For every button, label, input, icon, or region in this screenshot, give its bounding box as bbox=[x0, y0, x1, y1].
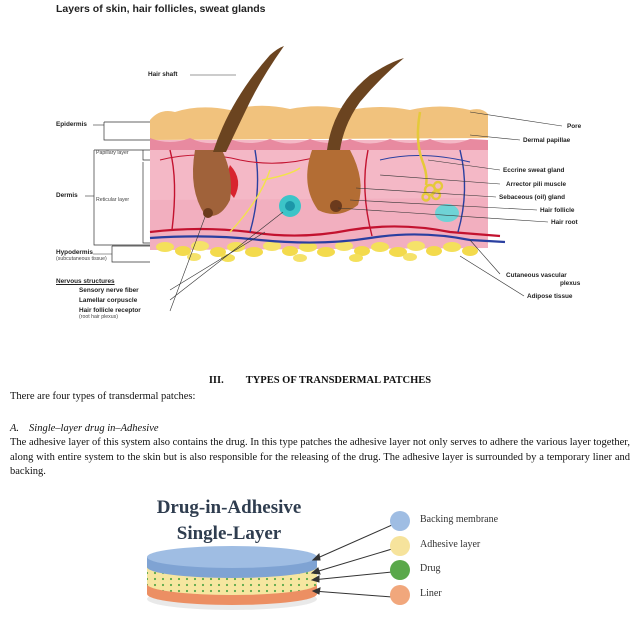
label-hypodermis: Hypodermis bbox=[56, 249, 93, 256]
adipose-fat-cells bbox=[156, 241, 478, 262]
subsection-body: The adhesive layer of this system also c… bbox=[10, 437, 630, 477]
hair-shaft-right bbox=[327, 58, 404, 150]
legend-swatch-adhesive bbox=[390, 536, 410, 556]
label-cutaneous-vascular: Cutaneous vascular bbox=[506, 272, 567, 279]
label-hair-follicle: Hair follicle bbox=[540, 207, 575, 214]
leader-lines bbox=[85, 74, 563, 312]
subsection-heading: A. Single–layer drug in–Adhesive bbox=[10, 422, 630, 437]
nerve-fiber bbox=[229, 167, 301, 233]
label-pore: Pore bbox=[567, 123, 582, 130]
hair-follicle-right bbox=[307, 150, 361, 214]
label-dermal-papillae: Dermal papillae bbox=[523, 137, 571, 144]
subsection-title: Single–layer drug in–Adhesive bbox=[29, 423, 159, 434]
legend-label-backing: Backing membrane bbox=[420, 514, 499, 525]
legend-label-adhesive: Adhesive layer bbox=[420, 539, 481, 550]
label-epidermis: Epidermis bbox=[56, 121, 87, 128]
hair-follicle-left bbox=[192, 150, 231, 216]
section-title: TYPES OF TRANSDERMAL PATCHES bbox=[245, 375, 432, 386]
label-arrector-pili-muscle: Arrector pili muscle bbox=[506, 181, 567, 188]
label-nervous-structures: Nervous structures bbox=[56, 278, 115, 285]
patch-figure-title-line1: Drug-in-Adhesive bbox=[156, 497, 302, 518]
label-hair-root: Hair root bbox=[551, 219, 578, 226]
legend-swatch-liner bbox=[390, 585, 410, 605]
label-sebaceous-gland: Sebaceous (oil) gland bbox=[499, 194, 566, 201]
legend-label-drug: Drug bbox=[420, 563, 441, 574]
label-hypodermis-sub: (subcutaneous tissue) bbox=[56, 256, 107, 262]
label-hair-shaft: Hair shaft bbox=[148, 71, 178, 78]
label-lamellar-corpuscle: Lamellar corpuscle bbox=[79, 297, 138, 304]
label-reticular-layer: Reticular layer bbox=[96, 197, 130, 203]
sweat-gland-coil bbox=[421, 180, 444, 202]
section-intro: There are four types of transdermal patc… bbox=[10, 391, 196, 402]
blood-vessels bbox=[149, 149, 506, 244]
figure-title: Layers of skin, hair follicles, sweat gl… bbox=[56, 3, 266, 15]
label-plexus: plexus bbox=[560, 280, 581, 287]
legend-label-liner: Liner bbox=[420, 588, 442, 599]
subsection-label: A. bbox=[10, 423, 20, 434]
label-sensory-nerve-fiber: Sensory nerve fiber bbox=[79, 287, 139, 294]
legend-swatch-backing bbox=[390, 511, 410, 531]
section-heading: III. TYPES OF TRANSDERMAL PATCHES bbox=[0, 375, 640, 386]
label-adipose-tissue: Adipose tissue bbox=[527, 293, 573, 300]
section-number: III. bbox=[208, 375, 224, 386]
skin-diagram-figure: Layers of skin, hair follicles, sweat gl… bbox=[56, 3, 582, 320]
label-dermis: Dermis bbox=[56, 192, 78, 199]
label-papillary-layer: Papillary layer bbox=[96, 150, 129, 156]
patch-pointer-arrows bbox=[310, 524, 393, 598]
label-hair-follicle-receptor: Hair follicle receptor bbox=[79, 307, 141, 314]
hair-shaft-left bbox=[213, 46, 284, 152]
legend-swatch-drug bbox=[390, 560, 410, 580]
label-eccrine-sweat-gland: Eccrine sweat gland bbox=[503, 167, 565, 174]
layer-brackets bbox=[93, 121, 150, 263]
label-root-hair-plexus: (root hair plexus) bbox=[79, 314, 118, 320]
skin-illustration bbox=[85, 46, 563, 312]
patch-figure-title-line2: Single-Layer bbox=[176, 523, 282, 544]
